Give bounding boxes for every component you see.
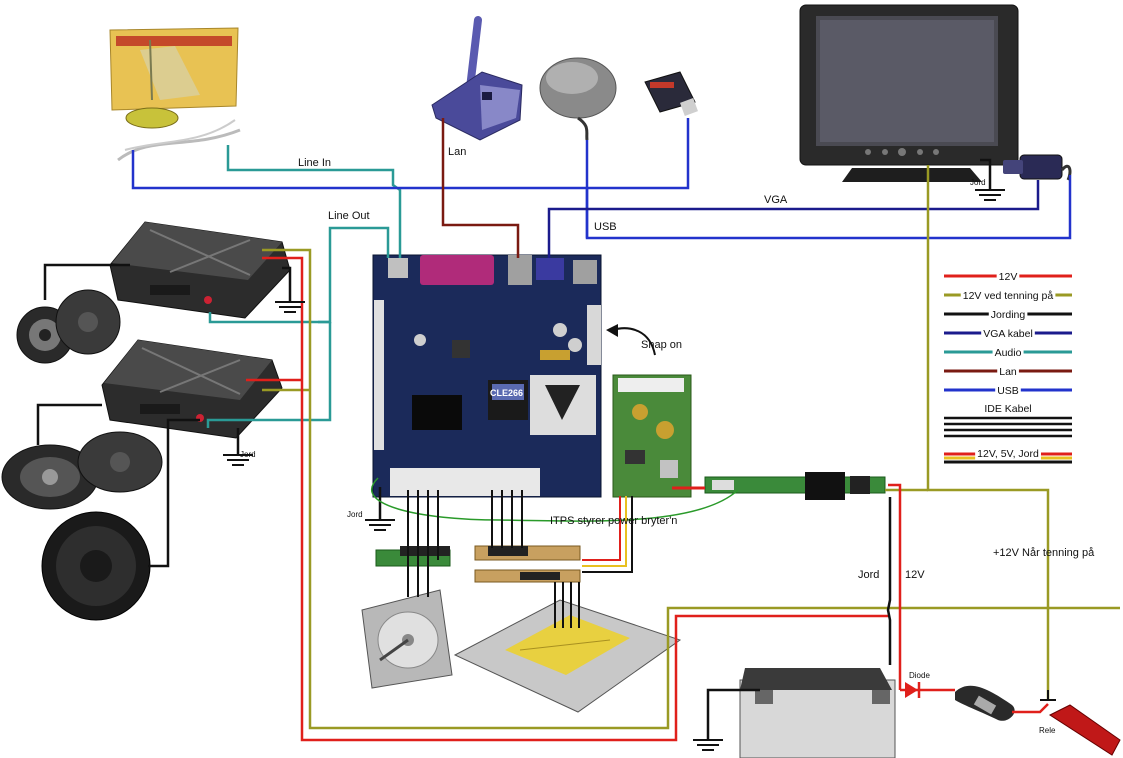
ignition-main-wire [262, 248, 1120, 730]
wireless-router [431, 16, 523, 141]
speaker-oval [1, 431, 163, 510]
legend-label: Jording [991, 309, 1026, 321]
snap-on-arrow [606, 324, 656, 356]
speaker-subwoofer [41, 511, 151, 621]
hard-disk [361, 589, 453, 689]
label-jord-board: Jord [347, 510, 363, 519]
label-itps: ITPS styrer power bryter'n [550, 515, 677, 527]
ide-adapter-right [474, 545, 581, 583]
amplifier-bottom [101, 339, 283, 439]
legend-label: 12V [999, 271, 1018, 283]
ground-symbols [223, 189, 1005, 751]
ignition-monitor-wire [926, 165, 1050, 700]
legend-power-label: 12V, 5V, Jord [977, 448, 1039, 460]
relay-contact [1040, 690, 1056, 701]
car-battery [739, 668, 896, 758]
legend-label: 12V ved tenning på [963, 290, 1054, 302]
dvd-drive [453, 599, 682, 713]
fuse-holder [955, 685, 1015, 721]
board-chip-label: CLE266 [490, 388, 523, 398]
lan-wire [441, 118, 520, 258]
legend-label: VGA kabel [983, 328, 1033, 340]
usb-wire-top [131, 118, 690, 190]
audio-line-out-wire [208, 226, 390, 324]
ignition-switch [1048, 704, 1121, 756]
label-rele: Rele [1039, 726, 1056, 735]
dc-dc-power-supply [612, 374, 692, 498]
ground-icon [975, 189, 1005, 201]
label-diode: Diode [909, 671, 930, 680]
diode-icon [905, 682, 921, 698]
legend-label: Lan [999, 366, 1017, 378]
ground-wire-battery [886, 497, 892, 665]
amplifier-top [109, 221, 291, 319]
ground-icon [693, 739, 723, 751]
label-lan: Lan [448, 146, 466, 158]
label-12v: 12V [905, 569, 925, 581]
audio-line-in-wire [226, 145, 402, 258]
ide-adapter-left [375, 546, 451, 567]
wires [36, 118, 1120, 742]
legend-ide-label: IDE Kabel [984, 403, 1031, 415]
itps-signal-wire [371, 477, 739, 522]
label-usb: USB [594, 221, 617, 233]
label-vga: VGA [764, 194, 788, 206]
ground-icon [223, 454, 253, 466]
label-line-in: Line In [298, 157, 331, 169]
legend-label: Audio [995, 347, 1022, 359]
mini-itx-motherboard: CLE266 [372, 254, 602, 498]
usb-dongle [644, 71, 698, 116]
legend-label-bg [995, 385, 1021, 397]
legend-label-bg [960, 290, 1056, 302]
legend-label-bg [975, 448, 1042, 460]
ground-icon [275, 301, 305, 313]
vga-wire [547, 180, 1040, 258]
legend-label-bg [992, 347, 1024, 359]
itps-board [704, 472, 886, 500]
speaker-tweeter [16, 289, 121, 364]
gps-receiver [539, 57, 617, 141]
label-jord-amp: Jord [240, 450, 256, 459]
power-12v-amp-wire [262, 256, 890, 742]
label-jord-monitor: Jord [970, 178, 986, 187]
label-line-out: Line Out [328, 210, 370, 222]
touch-monitor [799, 4, 1019, 182]
legend-label-bg [997, 366, 1019, 378]
ground-icon [365, 519, 395, 531]
label-jord-battery: Jord [858, 569, 879, 581]
legend-label-bg [996, 271, 1020, 283]
label-12v-tenning: +12V Når tenning på [993, 547, 1095, 559]
legend-label: USB [997, 385, 1019, 397]
audio-amp2-wire [206, 322, 332, 428]
antenna-kit [109, 27, 241, 162]
label-snap-on: Snap on [641, 339, 682, 351]
legend-label-bg [988, 309, 1028, 321]
legend-label-bg [981, 328, 1035, 340]
power-12v-wire [888, 483, 902, 690]
